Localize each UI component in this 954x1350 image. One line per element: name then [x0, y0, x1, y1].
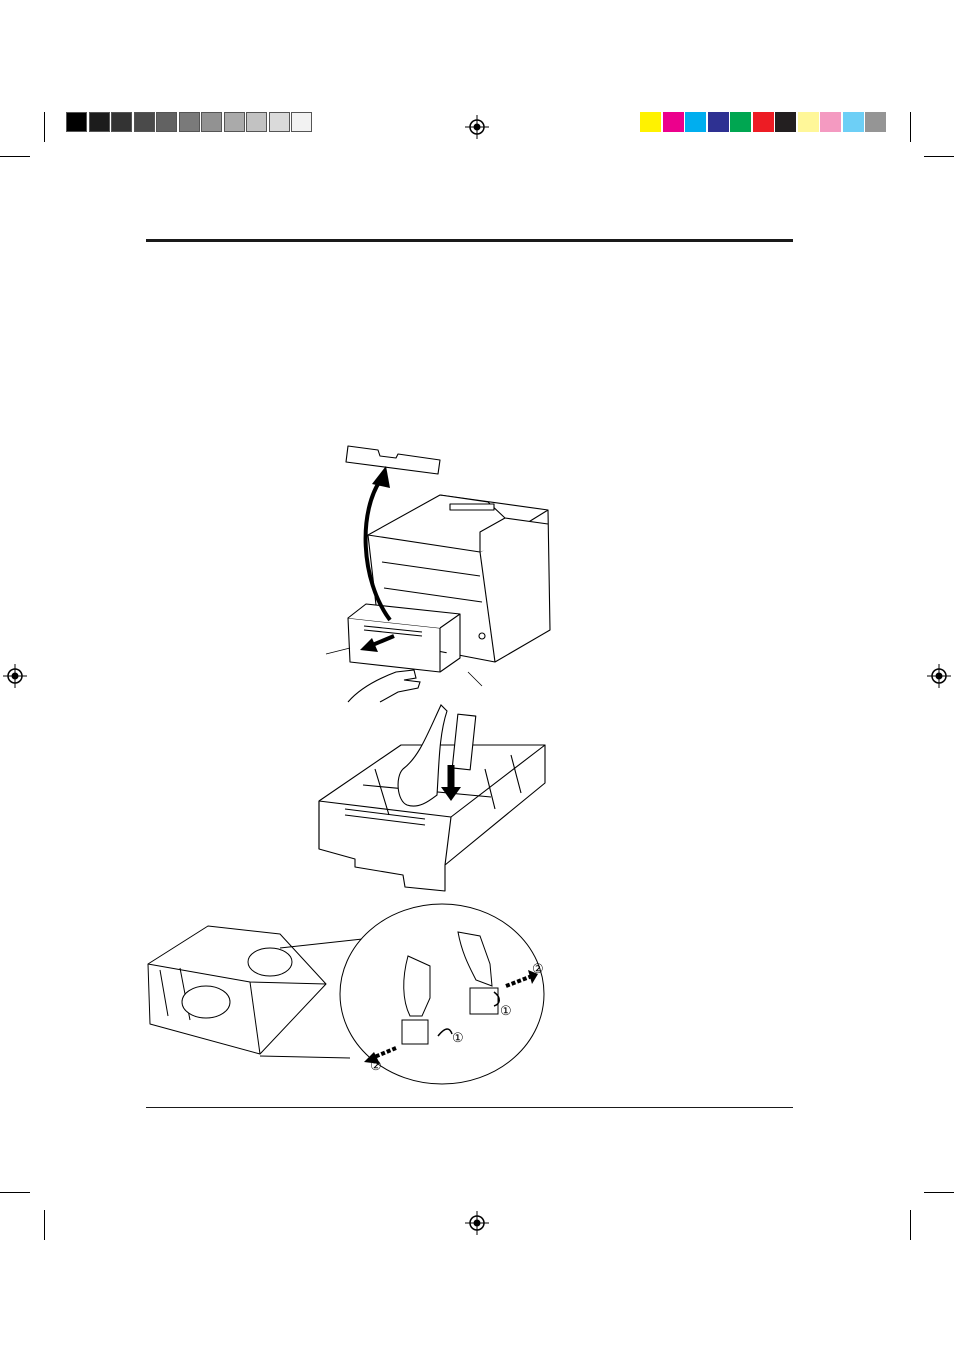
crop-mark	[44, 112, 45, 142]
crop-mark	[924, 156, 954, 157]
color-swatch	[156, 112, 177, 132]
step-badge: ①	[500, 1003, 512, 1019]
color-swatch	[865, 112, 886, 132]
color-swatch	[89, 112, 110, 132]
color-swatch	[753, 112, 774, 132]
color-swatch	[730, 112, 751, 132]
color-swatch	[708, 112, 729, 132]
color-swatch	[246, 112, 267, 132]
color-swatch	[66, 112, 87, 132]
color-swatch	[269, 112, 290, 132]
crop-mark	[0, 156, 30, 157]
crop-mark	[910, 112, 911, 142]
step-badge: ②	[370, 1058, 382, 1074]
color-swatch	[843, 112, 864, 132]
crop-mark	[44, 1210, 45, 1240]
registration-mark-icon	[3, 664, 27, 688]
step-badge: ②	[532, 961, 544, 977]
color-swatch	[201, 112, 222, 132]
color-swatch	[663, 112, 684, 132]
step-badge: ①	[452, 1030, 464, 1046]
crop-mark	[0, 1192, 30, 1193]
header-rule	[146, 239, 793, 242]
color-swatch	[798, 112, 819, 132]
registration-mark-icon	[927, 664, 951, 688]
crop-mark	[924, 1192, 954, 1193]
color-swatch	[685, 112, 706, 132]
gray-step-bar	[66, 112, 314, 134]
color-swatch	[179, 112, 200, 132]
color-swatch	[291, 112, 312, 132]
registration-mark-icon	[465, 115, 489, 139]
printer-tray-removal-illustration	[320, 440, 560, 705]
footer-rule	[146, 1107, 793, 1108]
registration-mark-icon	[465, 1211, 489, 1235]
paper-guide-adjustment-illustration	[140, 908, 560, 1088]
crop-mark	[910, 1210, 911, 1240]
color-swatch	[640, 112, 661, 132]
paper-tray-loading-illustration	[315, 705, 555, 895]
color-swatch	[820, 112, 841, 132]
color-swatch	[775, 112, 796, 132]
color-swatch	[134, 112, 155, 132]
color-swatch	[224, 112, 245, 132]
color-bar	[640, 112, 888, 134]
color-swatch	[111, 112, 132, 132]
